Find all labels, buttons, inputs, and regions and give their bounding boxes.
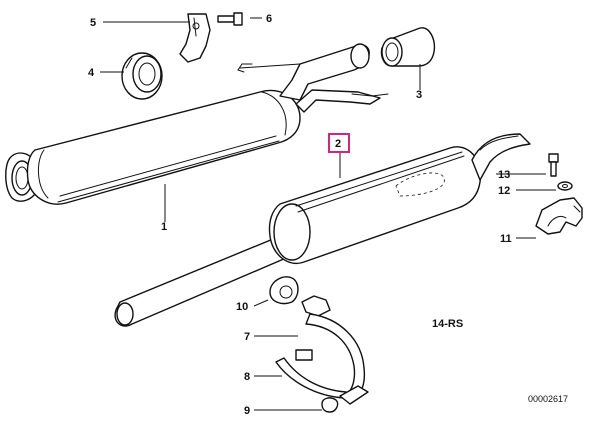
bolt-part-13	[548, 153, 559, 177]
callout-12: 12	[498, 185, 510, 197]
front-muffler-part-1	[5, 43, 389, 205]
rubber-stop-part-10	[269, 276, 299, 305]
callout-5: 5	[90, 17, 96, 29]
callout-7: 7	[244, 331, 250, 343]
callout-6: 6	[266, 13, 272, 25]
clamp-assembly-parts-7-8-9	[275, 295, 369, 413]
drawing-number: 00002617	[528, 394, 568, 404]
washer-part-12	[557, 181, 573, 191]
callout-4: 4	[88, 67, 95, 79]
callout-1: 1	[161, 221, 167, 233]
hanger-bracket-part-5	[179, 13, 211, 63]
highlight-box	[328, 133, 350, 153]
callout-13: 13	[498, 169, 510, 181]
callout-labels: 5 6 4 3 1 13 12 11 10 7 8 9	[88, 13, 512, 417]
callout-9: 9	[244, 405, 250, 417]
bracket-part-11	[535, 197, 583, 235]
callout-3: 3	[416, 89, 422, 101]
callout-10: 10	[236, 301, 248, 313]
leader-lines	[100, 17, 556, 411]
bolt-part-6	[217, 12, 243, 26]
callout-8: 8	[244, 371, 250, 383]
highlighted-callout-2: 2	[328, 133, 350, 153]
callout-11: 11	[500, 233, 512, 245]
callout-2: 2	[335, 138, 341, 150]
group-code: 14-RS	[432, 318, 463, 330]
sleeve-part-3	[380, 27, 436, 67]
rear-muffler-part-2	[114, 133, 531, 327]
rubber-ring-part-4	[121, 52, 163, 100]
